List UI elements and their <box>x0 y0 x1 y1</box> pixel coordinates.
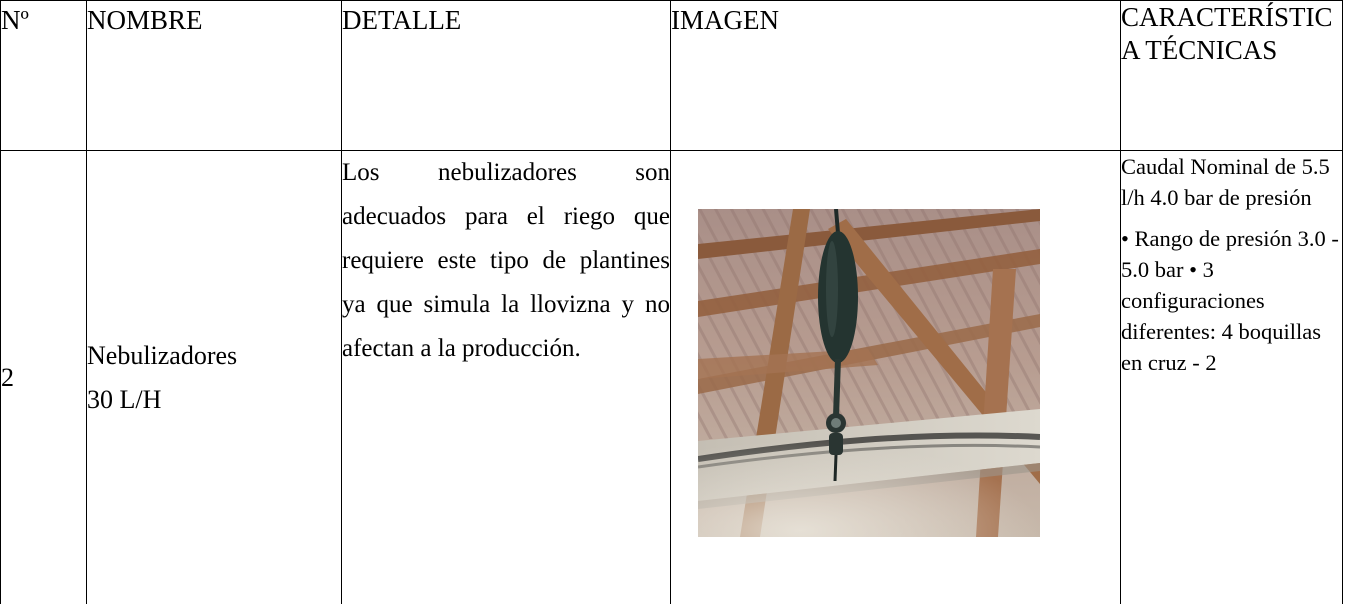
detail-text: Los nebulizadores son adecuados para el … <box>342 159 670 362</box>
table-row: 2 Nebulizadores 30 L/H Los nebulizadores… <box>0 150 1343 604</box>
header-detail: DETALLE <box>341 0 671 151</box>
header-row: Nº NOMBRE DETALLE IMAGEN CARACTERÍSTICA … <box>0 0 1343 151</box>
specs-flow: Caudal Nominal de 5.5 l/h 4.0 bar de pre… <box>1121 154 1330 210</box>
specs-pressure-range: • Rango de presión 3.0 - 5.0 bar • 3 con… <box>1121 226 1339 375</box>
header-name: NOMBRE <box>86 0 342 151</box>
product-name: Nebulizadores 30 L/H <box>86 150 342 604</box>
row-number: 2 <box>0 150 87 604</box>
product-name-line2: 30 L/H <box>87 384 162 414</box>
nebulizer-photo <box>698 209 1040 537</box>
header-image: IMAGEN <box>670 0 1121 151</box>
product-detail: Los nebulizadores son adecuados para el … <box>341 150 671 604</box>
technical-specs: Caudal Nominal de 5.5 l/h 4.0 bar de pre… <box>1120 150 1343 604</box>
header-num: Nº <box>0 0 87 151</box>
product-image-cell <box>670 150 1121 604</box>
header-specs: CARACTERÍSTICA TÉCNICAS <box>1120 0 1343 151</box>
product-name-line1: Nebulizadores <box>87 340 238 370</box>
